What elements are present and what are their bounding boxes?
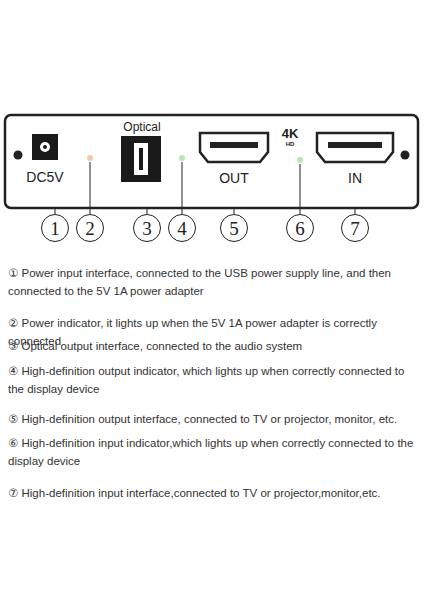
- callout-number: 1: [50, 219, 60, 238]
- callout-circle: 5: [220, 214, 248, 242]
- dc-jack-core: [43, 145, 47, 149]
- callout-number: 3: [142, 219, 152, 238]
- leader-lines: [55, 162, 355, 214]
- callout-number: 4: [177, 219, 187, 238]
- port-label: Optical: [123, 121, 160, 134]
- screw-hole: [14, 151, 23, 160]
- dc-jack-pin: [40, 142, 50, 152]
- description-text: ④ High-definition output indicator, whic…: [8, 362, 416, 399]
- port-label: DC5V: [26, 170, 63, 185]
- input-led: [297, 157, 303, 163]
- screw-hole: [401, 151, 410, 160]
- logo-text: HD: [286, 141, 295, 148]
- power-led: [87, 155, 93, 161]
- hdmi-in-contacts: [328, 142, 382, 148]
- description-text: ① Power input interface, connected to th…: [8, 264, 416, 301]
- description-text: ⑤ High-definition output interface, conn…: [8, 410, 416, 428]
- callout-circle: 4: [168, 214, 196, 242]
- callout-circle: 3: [133, 214, 161, 242]
- port-label: OUT: [219, 171, 249, 186]
- port-label: IN: [348, 171, 362, 186]
- description-text: ③ Optical output interface, connected to…: [8, 337, 416, 355]
- callout-circle: 6: [286, 214, 314, 242]
- callout-number: 2: [85, 219, 95, 238]
- output-led: [179, 155, 185, 161]
- callout-circle: 2: [76, 214, 104, 242]
- panel-outline: [5, 115, 418, 208]
- callout-circle: 1: [41, 214, 69, 242]
- dc-jack: [32, 134, 58, 160]
- callout-circle: 7: [341, 214, 369, 242]
- optical-slot: [134, 143, 148, 175]
- optical-core: [139, 148, 143, 170]
- hdmi-out-contacts: [210, 142, 258, 148]
- hdmi-out-port: [200, 133, 268, 162]
- callout-number: 6: [295, 219, 305, 238]
- description-text: ⑥ High-definition input indicator,which …: [8, 434, 416, 471]
- hdmi-in-port: [317, 133, 393, 162]
- description-text: ⑦ High-definition input interface,connec…: [8, 484, 416, 502]
- callout-number: 5: [229, 219, 239, 238]
- optical-port: [121, 136, 161, 182]
- logo-text: 4K: [282, 127, 299, 141]
- callout-number: 7: [350, 219, 360, 238]
